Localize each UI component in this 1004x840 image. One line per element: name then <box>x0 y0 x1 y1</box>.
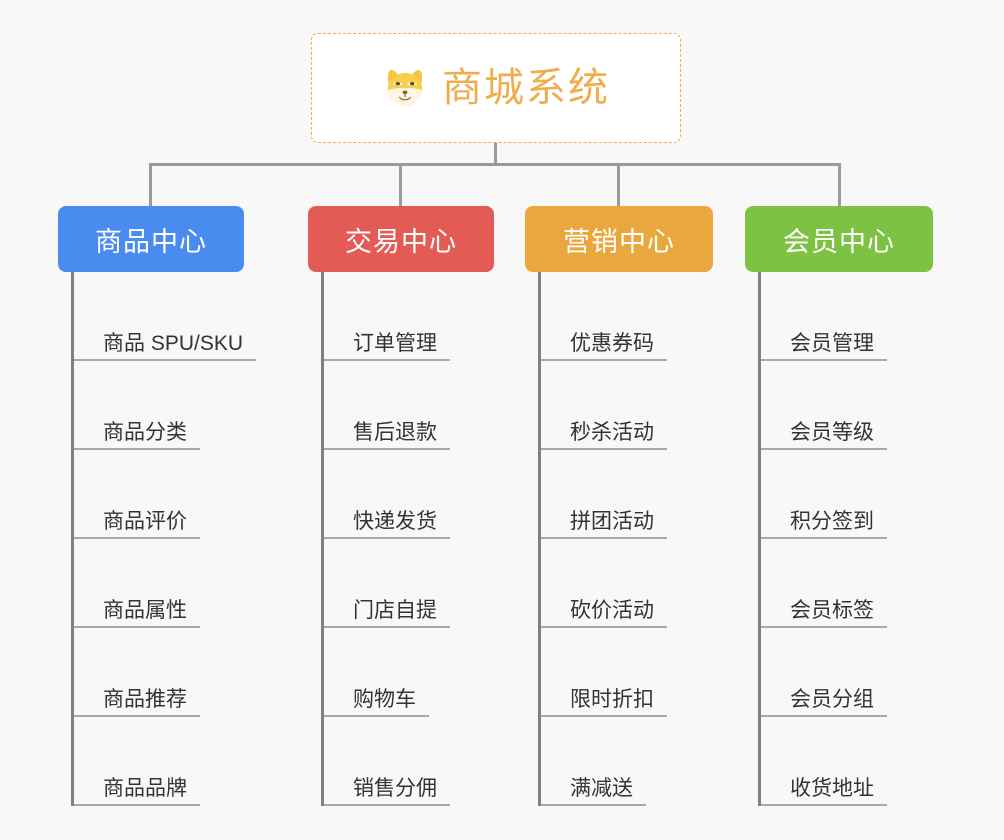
leaf-item[interactable]: 满减送 <box>541 717 713 806</box>
leaf-item-label: 砍价活动 <box>570 598 654 622</box>
leaf-item-label: 会员等级 <box>790 420 874 444</box>
leaf-item-rule <box>541 715 667 717</box>
leaf-item-rule <box>761 626 887 628</box>
branch-column-1: 商品中心 商品 SPU/SKU 商品分类 商品评价 商品属性 商品推荐 <box>58 206 256 806</box>
leaf-stack-3: 优惠券码 秒杀活动 拼团活动 砍价活动 限时折扣 满减送 <box>538 272 713 806</box>
leaf-item-rule <box>541 448 667 450</box>
category-header-2[interactable]: 交易中心 <box>308 206 494 272</box>
leaf-item[interactable]: 会员等级 <box>761 361 933 450</box>
leaf-item-label: 优惠券码 <box>570 331 654 355</box>
leaf-item-label: 商品 SPU/SKU <box>103 331 244 355</box>
leaf-item-rule <box>541 537 667 539</box>
connector-root-stem <box>494 143 497 165</box>
leaf-item-rule <box>324 804 450 806</box>
root-node[interactable]: 商城系统 <box>311 33 681 143</box>
leaf-item[interactable]: 优惠券码 <box>541 272 713 361</box>
leaf-item-rule <box>324 537 450 539</box>
leaf-item-label: 满减送 <box>570 776 633 800</box>
connector-drop-4 <box>838 163 841 206</box>
leaf-item-rule <box>324 715 429 717</box>
leaf-item[interactable]: 销售分佣 <box>324 717 494 806</box>
category-header-label: 商品中心 <box>95 226 207 257</box>
leaf-stack-2: 订单管理 售后退款 快递发货 门店自提 购物车 销售分佣 <box>321 272 494 806</box>
branch-column-3: 营销中心 优惠券码 秒杀活动 拼团活动 砍价活动 限时折扣 <box>525 206 713 806</box>
leaf-item-rule <box>541 359 667 361</box>
leaf-item-rule <box>324 626 450 628</box>
leaf-item-label: 快递发货 <box>353 509 437 533</box>
leaf-item-rule <box>74 537 200 539</box>
leaf-item-rule <box>761 537 887 539</box>
leaf-item[interactable]: 商品评价 <box>74 450 244 539</box>
leaf-item-label: 售后退款 <box>353 420 437 444</box>
leaf-item-rule <box>324 448 450 450</box>
branch-column-2: 交易中心 订单管理 售后退款 快递发货 门店自提 购物车 <box>308 206 494 806</box>
leaf-item[interactable]: 会员标签 <box>761 539 933 628</box>
leaf-item[interactable]: 积分签到 <box>761 450 933 539</box>
leaf-item[interactable]: 售后退款 <box>324 361 494 450</box>
leaf-item[interactable]: 商品 SPU/SKU <box>74 272 256 361</box>
leaf-item-rule <box>74 448 200 450</box>
leaf-stack-4: 会员管理 会员等级 积分签到 会员标签 会员分组 收货地址 <box>758 272 933 806</box>
leaf-item[interactable]: 商品推荐 <box>74 628 244 717</box>
shiba-dog-face-icon <box>387 69 423 106</box>
root-title: 商城系统 <box>442 66 610 110</box>
leaf-item-rule <box>761 448 887 450</box>
leaf-item[interactable]: 商品分类 <box>74 361 244 450</box>
leaf-item-label: 订单管理 <box>353 331 437 355</box>
connector-drop-3 <box>617 163 620 206</box>
leaf-item[interactable]: 商品品牌 <box>74 717 244 806</box>
leaf-item[interactable]: 商品属性 <box>74 539 244 628</box>
leaf-item[interactable]: 购物车 <box>324 628 494 717</box>
leaf-item-label: 会员管理 <box>790 331 874 355</box>
leaf-item[interactable]: 秒杀活动 <box>541 361 713 450</box>
connector-drop-1 <box>149 163 152 206</box>
leaf-item[interactable]: 会员管理 <box>761 272 933 361</box>
leaf-item-label: 限时折扣 <box>570 687 654 711</box>
leaf-item[interactable]: 限时折扣 <box>541 628 713 717</box>
branch-column-4: 会员中心 会员管理 会员等级 积分签到 会员标签 会员分组 <box>745 206 933 806</box>
leaf-item-label: 购物车 <box>353 687 416 711</box>
leaf-item-rule <box>74 626 200 628</box>
connector-horizontal-bus <box>149 163 841 166</box>
category-header-4[interactable]: 会员中心 <box>745 206 933 272</box>
category-header-3[interactable]: 营销中心 <box>525 206 713 272</box>
leaf-item-rule <box>541 804 646 806</box>
leaf-item-label: 商品推荐 <box>103 687 187 711</box>
leaf-item[interactable]: 会员分组 <box>761 628 933 717</box>
leaf-item-label: 商品属性 <box>103 598 187 622</box>
leaf-item-label: 商品分类 <box>103 420 187 444</box>
category-header-label: 交易中心 <box>345 226 457 257</box>
leaf-item-rule <box>74 715 200 717</box>
leaf-item-label: 会员分组 <box>790 687 874 711</box>
leaf-item[interactable]: 砍价活动 <box>541 539 713 628</box>
leaf-item-label: 收货地址 <box>790 776 874 800</box>
leaf-item[interactable]: 门店自提 <box>324 539 494 628</box>
leaf-item[interactable]: 订单管理 <box>324 272 494 361</box>
leaf-item-rule <box>74 359 256 361</box>
leaf-item-label: 积分签到 <box>790 509 874 533</box>
leaf-item[interactable]: 拼团活动 <box>541 450 713 539</box>
leaf-item[interactable]: 快递发货 <box>324 450 494 539</box>
leaf-item[interactable]: 收货地址 <box>761 717 933 806</box>
category-header-1[interactable]: 商品中心 <box>58 206 244 272</box>
leaf-item-label: 会员标签 <box>790 598 874 622</box>
leaf-item-label: 拼团活动 <box>570 509 654 533</box>
leaf-item-label: 商品品牌 <box>103 776 187 800</box>
leaf-item-label: 门店自提 <box>353 598 437 622</box>
leaf-item-rule <box>324 359 450 361</box>
leaf-item-label: 秒杀活动 <box>570 420 654 444</box>
leaf-item-label: 销售分佣 <box>353 776 437 800</box>
leaf-item-rule <box>74 804 200 806</box>
category-header-label: 会员中心 <box>783 226 895 257</box>
connector-drop-2 <box>399 163 402 206</box>
leaf-item-rule <box>761 359 887 361</box>
category-header-label: 营销中心 <box>563 226 675 257</box>
leaf-stack-1: 商品 SPU/SKU 商品分类 商品评价 商品属性 商品推荐 商品品牌 <box>71 272 256 806</box>
leaf-item-rule <box>761 804 887 806</box>
leaf-item-rule <box>761 715 887 717</box>
leaf-item-label: 商品评价 <box>103 509 187 533</box>
leaf-item-rule <box>541 626 667 628</box>
